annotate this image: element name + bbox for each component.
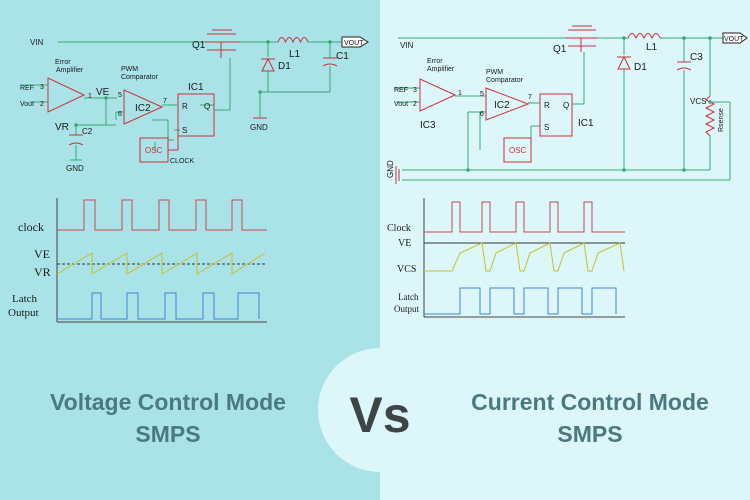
left-vout-label: VOUT bbox=[344, 40, 364, 47]
right-q1-label: Q1 bbox=[553, 44, 567, 55]
right-pin6: 6 bbox=[480, 111, 484, 118]
left-pin6: 6 bbox=[118, 111, 122, 118]
left-pwm-label-1: PWM bbox=[121, 66, 138, 73]
left-latch-label-1: Latch bbox=[12, 293, 38, 305]
right-title-line1: Current Control Mode bbox=[471, 389, 709, 415]
left-vr-label: VR bbox=[55, 122, 69, 133]
left-pin3: 3 bbox=[40, 84, 44, 91]
right-latch-label-2: Output bbox=[394, 304, 420, 314]
right-error-amp-label-1: Error bbox=[427, 58, 443, 65]
left-ve-wave-label: VE bbox=[34, 247, 50, 261]
right-vin-label: VIN bbox=[400, 41, 414, 50]
left-ref-label: REF bbox=[20, 85, 34, 92]
left-q1-label: Q1 bbox=[192, 40, 206, 51]
left-title-line1: Voltage Control Mode bbox=[50, 389, 286, 415]
left-clock-label: CLOCK bbox=[170, 158, 194, 165]
vs-badge-circle bbox=[318, 348, 442, 472]
right-vout-label: VOUT bbox=[724, 36, 744, 43]
left-error-amp-label-1: Error bbox=[55, 59, 71, 66]
vs-label: Vs bbox=[349, 387, 410, 443]
right-pin2: 2 bbox=[413, 101, 417, 108]
right-s-label: S bbox=[544, 123, 549, 132]
left-osc-label: OSC bbox=[145, 146, 163, 155]
right-pwm-label-2: Comparator bbox=[486, 77, 524, 84]
right-panel-background bbox=[380, 0, 750, 500]
left-ic1-label: IC1 bbox=[188, 82, 204, 93]
left-waveforms bbox=[56, 198, 267, 323]
left-vr-wave-label: VR bbox=[34, 265, 51, 279]
right-circuit bbox=[394, 25, 748, 184]
right-vcs-wave-label: VCS bbox=[397, 264, 416, 275]
right-title-line2: SMPS bbox=[557, 421, 622, 447]
right-gnd-label: GND bbox=[386, 160, 395, 178]
left-clock-wave-label: clock bbox=[18, 220, 44, 234]
right-ic1-label: IC1 bbox=[578, 118, 594, 129]
right-vcs-label: VCS bbox=[690, 97, 706, 106]
left-panel-background bbox=[0, 0, 380, 500]
right-circuit-labels: VIN Q1 L1 D1 C3 VOUT VCS Rsense GND Erro… bbox=[386, 36, 744, 178]
left-gnd-out-label: GND bbox=[250, 123, 268, 132]
right-waveforms bbox=[423, 198, 625, 318]
left-pin7: 7 bbox=[163, 98, 167, 105]
left-c2-label: C2 bbox=[82, 127, 93, 136]
left-ve-label: VE bbox=[96, 87, 110, 98]
right-pwm-label-1: PWM bbox=[486, 69, 503, 76]
left-pwm-label-2: Comparator bbox=[121, 74, 159, 81]
left-vin-label: VIN bbox=[30, 38, 44, 47]
right-l1-label: L1 bbox=[646, 42, 658, 53]
right-clock-wave-label: Clock bbox=[387, 223, 411, 234]
left-vout-input-label: Vout bbox=[20, 101, 34, 108]
left-l1-label: L1 bbox=[289, 49, 301, 60]
left-title-line2: SMPS bbox=[135, 421, 200, 447]
left-c1-label: C1 bbox=[336, 51, 349, 62]
right-c3-label: C3 bbox=[690, 52, 703, 63]
right-latch-label-1: Latch bbox=[398, 292, 419, 302]
right-pin1: 1 bbox=[458, 90, 462, 97]
right-d1-label: D1 bbox=[634, 62, 647, 73]
left-d1-label: D1 bbox=[278, 61, 291, 72]
left-waveform-labels: clock VE VR Latch Output bbox=[8, 220, 51, 319]
right-waveform-labels: Clock VE VCS Latch Output bbox=[387, 223, 420, 314]
right-error-amp-label-2: Amplifier bbox=[427, 66, 455, 73]
right-rsense-label: Rsense bbox=[718, 108, 725, 132]
left-circuit-labels: VIN Q1 L1 D1 C1 VOUT GND Error Amplifier… bbox=[20, 38, 364, 173]
left-q-label: Q bbox=[204, 102, 210, 111]
left-pin2: 2 bbox=[40, 101, 44, 108]
right-ic2-label: IC2 bbox=[494, 100, 510, 111]
right-pin7: 7 bbox=[528, 94, 532, 101]
right-pin5: 5 bbox=[480, 91, 484, 98]
right-ref-label: REF bbox=[394, 87, 408, 94]
left-latch-label-2: Output bbox=[8, 307, 39, 319]
right-vout-input-label: Vout bbox=[394, 101, 408, 108]
left-pin5: 5 bbox=[118, 92, 122, 99]
left-ic2-label: IC2 bbox=[135, 103, 151, 114]
right-pin3: 3 bbox=[413, 87, 417, 94]
right-r-label: R bbox=[544, 101, 550, 110]
left-s-label: S bbox=[182, 126, 187, 135]
right-ve-wave-label: VE bbox=[398, 238, 411, 249]
left-gnd-label: GND bbox=[66, 164, 84, 173]
left-r-label: R bbox=[182, 102, 188, 111]
right-osc-label: OSC bbox=[509, 146, 527, 155]
left-error-amp-label-2: Amplifier bbox=[56, 67, 84, 74]
right-q-label: Q bbox=[563, 101, 569, 110]
right-ic3-label: IC3 bbox=[420, 120, 436, 131]
left-pin1: 1 bbox=[88, 93, 92, 100]
left-circuit bbox=[20, 29, 369, 163]
